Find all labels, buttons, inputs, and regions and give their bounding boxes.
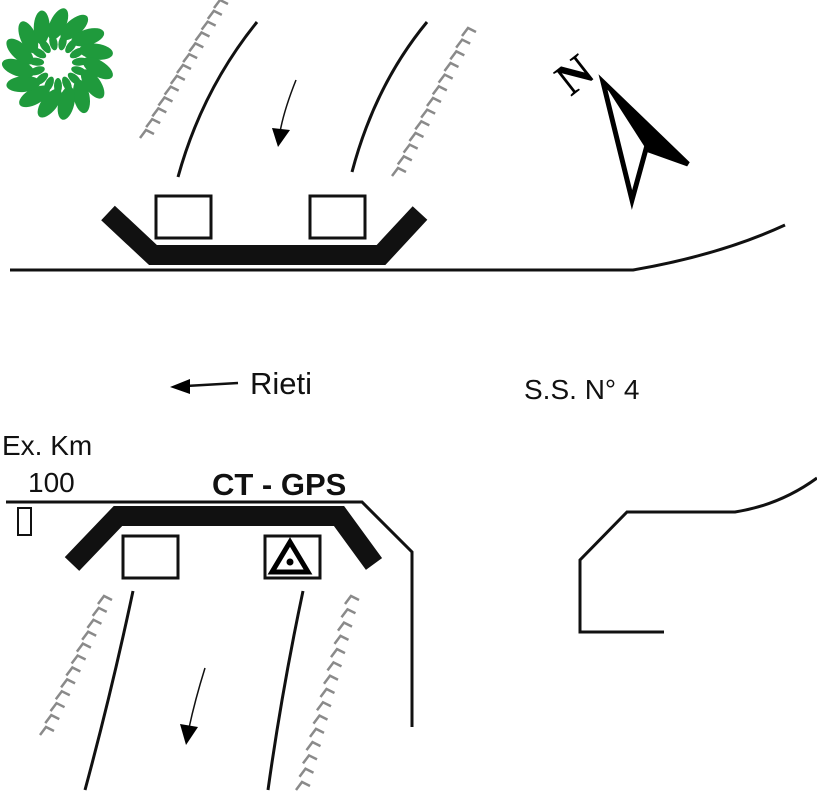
upper-left-slope-hatch — [139, 0, 229, 139]
km-marker-post — [17, 507, 32, 536]
upper-overpass — [101, 194, 428, 265]
upper-left-embankment-line — [176, 21, 259, 178]
side-road — [578, 476, 817, 634]
upper-right-slope-hatch — [391, 26, 477, 177]
upper-right-pillar — [308, 194, 367, 240]
upper-embankment — [139, 0, 477, 178]
lower-road-edge — [6, 500, 414, 727]
km-value-label: 100 — [28, 467, 75, 498]
direction-arrow-icon — [170, 379, 239, 394]
lower-embankment — [39, 590, 360, 791]
lower-flow-arrow-icon — [180, 667, 206, 745]
lower-overpass — [64, 506, 383, 580]
green-leaf-wreath-logo — [1, 8, 113, 120]
lower-left-embankment-line — [83, 590, 135, 791]
lower-left-slope-hatch — [39, 594, 113, 736]
upper-right-embankment-line — [350, 21, 429, 173]
station-label: CT - GPS — [212, 467, 347, 502]
upper-road-edge — [10, 223, 786, 272]
north-arrow-icon — [598, 74, 690, 210]
lower-right-slope-hatch — [295, 594, 360, 791]
ex-km-label: Ex. Km — [2, 430, 93, 461]
lower-left-pillar — [121, 534, 180, 580]
gps-survey-marker-icon — [263, 534, 322, 580]
upper-flow-arrow-icon — [272, 79, 297, 147]
direction-label: Rieti — [250, 366, 313, 401]
lower-right-embankment-line — [266, 590, 305, 791]
upper-left-pillar — [154, 194, 213, 240]
road-name-label: S.S. N° 4 — [524, 374, 640, 405]
